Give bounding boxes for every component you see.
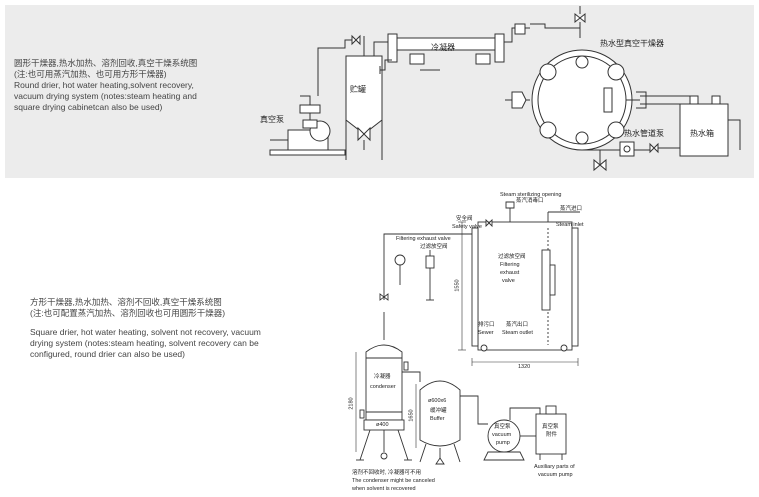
hot-water-pump xyxy=(582,141,680,172)
label-steam-sterilizing-en: Steam sterilizing opening xyxy=(500,192,562,198)
top-desc-en-2: vacuum drying system (notes:steam heatin… xyxy=(14,91,197,101)
hot-water-tank xyxy=(679,95,741,157)
condenser xyxy=(356,344,412,461)
auxiliary-parts xyxy=(530,405,567,460)
bottom-desc-en-1: Square drier, hot water heating, solvent… xyxy=(30,327,261,337)
label-aux-cn-1: 真空泵 xyxy=(542,424,559,430)
dimension-height: 1550 xyxy=(454,279,461,292)
label-buffer-cn: 缓冲罐 xyxy=(430,408,447,414)
label-pump-en-2: pump xyxy=(496,440,510,446)
label-filtering-valve-en: Filtering exhaust valve xyxy=(396,236,451,242)
label-note-en-2: when solvent is recovered xyxy=(352,486,416,492)
top-label-hot-water-dryer: 热水型真空干燥器 xyxy=(600,39,664,48)
label-pump-en-1: vacuum xyxy=(492,432,512,438)
label-steam-outlet-en: Steam outlet xyxy=(502,330,533,336)
label-steam-outlet-cn: 蒸汽出口 xyxy=(506,322,529,328)
dimension-width: 1320 xyxy=(518,364,531,370)
dimension-buffer-height: 1650 xyxy=(408,409,415,422)
label-steam-sterilizing-cn: 蒸汽消毒口 xyxy=(516,198,544,204)
top-label-hot-water-pump: 热水管道泵 xyxy=(624,129,664,138)
label-safety-valve-en: Safety valve xyxy=(452,224,482,230)
label-condenser-cn: 冷凝器 xyxy=(374,374,391,380)
label-note-en-1: The condenser might be canceled xyxy=(352,478,435,484)
label-buffer-dia: ø600x6 xyxy=(428,398,447,404)
bottom-desc-en-3: configured, round drier can also be used… xyxy=(30,349,185,359)
label-note-cn: 溶剂不回收时, 冷凝器可不用 xyxy=(352,470,422,476)
label-condenser-dia: ø400 xyxy=(376,422,389,428)
vacuum-pump xyxy=(483,407,541,461)
bottom-desc-cn: 方形干燥器,热水加热、溶剂不回收,真空干燥系统图 xyxy=(30,297,222,307)
bottom-desc-cn-note: (注:也可配置蒸汽加热、溶剂回收也可用圆形干燥器) xyxy=(30,308,226,318)
label-sewer-en: Sewer xyxy=(478,330,494,336)
label-filtering-valve2-en-3: valve xyxy=(502,278,515,284)
top-label-vacuum-pump: 真空泵 xyxy=(260,115,284,124)
label-buffer-en: Buffer xyxy=(430,416,445,422)
top-label-condenser: 冷凝器 xyxy=(431,43,455,52)
label-aux-cn-2: 附件 xyxy=(546,432,558,438)
storage-tank xyxy=(345,55,383,160)
bottom-desc-en-2: drying system (notes:steam heating, solv… xyxy=(30,338,259,348)
bottom-description: 方形干燥器,热水加热、溶剂不回收,真空干燥系统图 (注:也可配置蒸汽加热、溶剂回… xyxy=(30,297,330,360)
label-filtering-valve2-cn: 过滤放空阀 xyxy=(498,254,526,260)
label-steam-inlet-en: Steam inlet xyxy=(556,222,584,228)
label-steam-inlet-cn: 蒸汽进口 xyxy=(560,206,583,212)
condenser xyxy=(379,33,505,74)
label-safety-valve-cn: 安全阀 xyxy=(456,216,473,222)
dimension-condenser-height: 2180 xyxy=(348,397,355,410)
top-desc-en-1: Round drier, hot water heating,solvent r… xyxy=(14,80,194,90)
vacuum-pump xyxy=(269,104,346,156)
label-filtering-valve2-en-1: Filtering xyxy=(500,262,520,268)
buffer-tank xyxy=(419,380,461,465)
label-filtering-valve-cn: 过滤放空阀 xyxy=(420,244,448,250)
top-label-hot-water-tank: 热水箱 xyxy=(690,129,714,138)
label-filtering-valve2-en-2: exhaust xyxy=(500,270,520,276)
label-sewer-cn: 排污口 xyxy=(478,322,495,328)
round-vacuum-dryer xyxy=(505,49,647,151)
label-aux-en-2: vacuum pump xyxy=(538,472,573,478)
top-label-storage-tank: 贮罐 xyxy=(350,85,366,94)
label-condenser-en: condenser xyxy=(370,384,396,390)
label-pump-cn: 真空泵 xyxy=(494,424,511,430)
top-desc-en-3: square drying cabinetcan also be used) xyxy=(14,102,163,112)
square-vacuum-dryer xyxy=(471,221,579,352)
top-description: 圆形干燥器,热水加热、溶剂回收,真空干燥系统图 (注:也可用蒸汽加热、也可用方形… xyxy=(14,58,254,113)
top-desc-cn: 圆形干燥器,热水加热、溶剂回收,真空干燥系统图 xyxy=(14,58,198,68)
top-desc-cn-note: (注:也可用蒸汽加热、也可用方形干燥器) xyxy=(14,69,167,79)
dimension-lines xyxy=(355,221,579,452)
label-aux-en-1: Auxiliary parts of xyxy=(534,464,575,470)
